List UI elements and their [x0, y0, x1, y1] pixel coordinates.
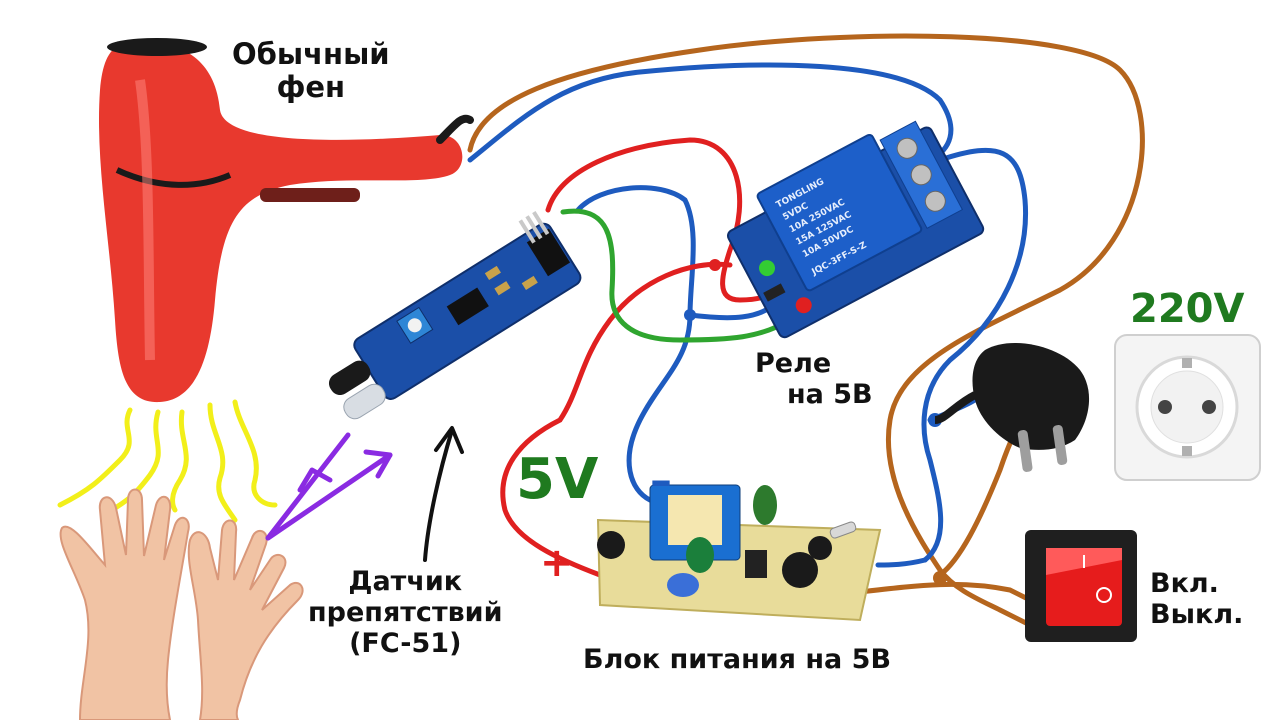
rocker-switch-icon: [1025, 530, 1137, 642]
obstacle-sensor-icon: [328, 210, 582, 420]
red-wires: [500, 137, 793, 578]
supply-voltage-label: 5V: [516, 447, 599, 512]
switch-label-line-2: Выкл.: [1150, 599, 1244, 631]
power-supply-board-icon: [596, 484, 882, 622]
hands-icon: [59, 488, 304, 720]
sensor-label: Датчик препятствий (FC-51): [308, 566, 503, 659]
mains-voltage-label: 220V: [1130, 286, 1245, 332]
relay-label-line-2: на 5В: [787, 379, 873, 411]
sensor-label-line-1: Датчик: [348, 566, 463, 597]
heat-waves: [57, 399, 278, 523]
wire-junctions: [684, 259, 947, 585]
ir-beam-arrows: [265, 432, 393, 541]
switch-label: Вкл. Выкл.: [1150, 568, 1243, 630]
sensor-pointer-arrow: [423, 426, 464, 562]
minus-polarity-label: –: [650, 455, 672, 506]
sensor-label-line-2: препятствий: [308, 597, 503, 629]
power-plug-icon: [934, 342, 1090, 472]
blue-wires: [467, 62, 1029, 568]
power-supply-label: Блок питания на 5В: [583, 644, 892, 675]
hair-dryer-label-line-2: фен: [276, 70, 346, 105]
green-wire: [560, 208, 793, 343]
sensor-label-line-3: (FC-51): [349, 628, 462, 660]
hair-dryer-label: Обычный фен: [232, 37, 390, 105]
relay-module-icon: TONGLING 5VDC 10A 250VAC 15A 125VAC 10A …: [726, 120, 985, 339]
plus-polarity-label: +: [540, 540, 574, 586]
switch-label-line-1: Вкл.: [1150, 568, 1219, 599]
wall-socket-icon: [1114, 334, 1261, 481]
hair-dryer-icon: [98, 38, 474, 403]
relay-label: Реле на 5В: [755, 348, 873, 410]
relay-label-line-1: Реле: [755, 348, 832, 379]
hair-dryer-label-line-1: Обычный: [232, 37, 390, 71]
